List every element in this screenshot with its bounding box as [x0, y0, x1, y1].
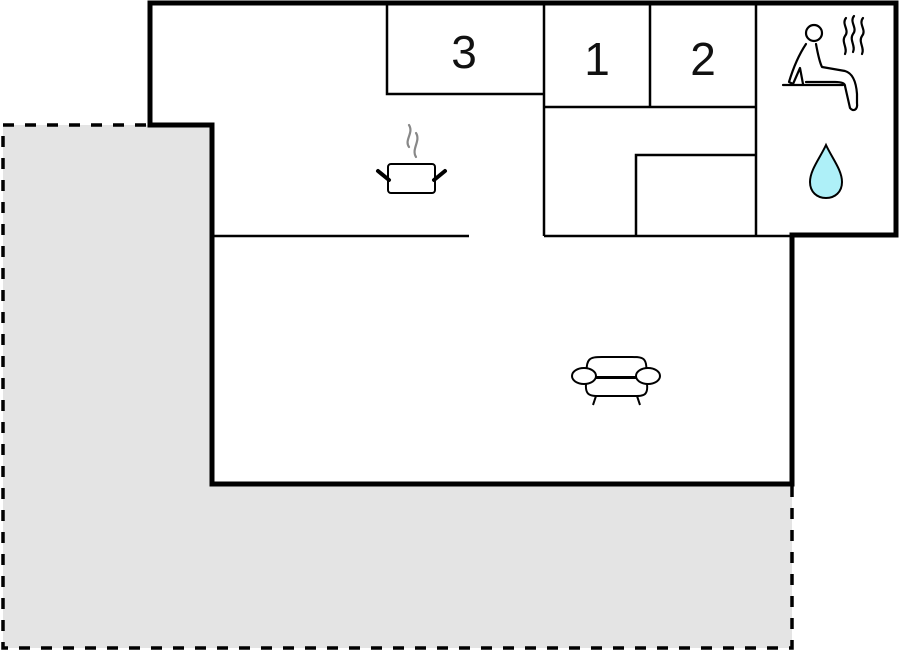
room-label-bedroom-1: 1 [584, 33, 610, 85]
cooking-pot-icon [376, 123, 447, 194]
interior-walls [212, 3, 792, 238]
outer-wall [147, 0, 899, 487]
room-label-bedroom-3: 3 [451, 26, 477, 78]
sofa-icon [571, 356, 661, 406]
water-drop-icon [808, 142, 844, 200]
terrace [1, 123, 794, 650]
room-label-bedroom-2: 2 [690, 33, 716, 85]
sauna-icon [781, 14, 865, 112]
